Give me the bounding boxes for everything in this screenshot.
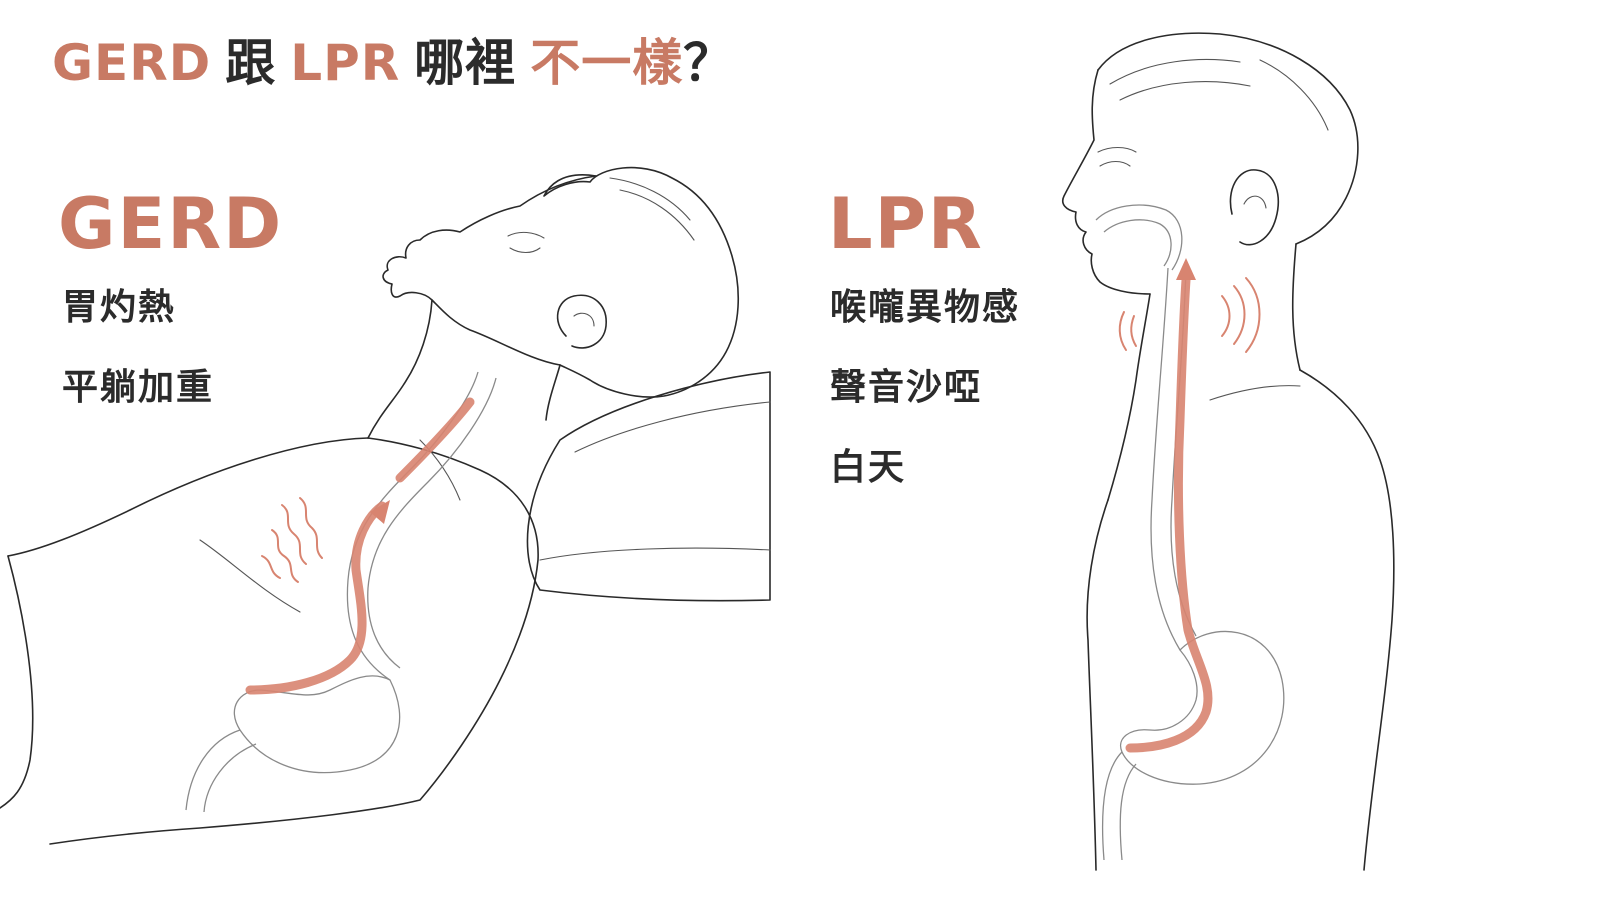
lpr-arrow-head — [1176, 258, 1196, 280]
lpr-symptom-throat-lump: 喉嚨異物感 — [830, 286, 1020, 330]
title-gerd: GERD — [52, 34, 211, 92]
gerd-closed-eye — [510, 248, 540, 253]
gerd-torso — [8, 438, 368, 556]
gerd-neck-front — [368, 300, 432, 438]
title-and: 跟 — [225, 34, 276, 92]
lpr-symptom-daytime: 白天 — [830, 446, 906, 490]
title-where: 哪裡 — [414, 34, 516, 92]
lpr-reflux-arrow — [1130, 280, 1208, 748]
gerd-hair — [544, 168, 738, 397]
gerd-neck-back — [546, 365, 560, 420]
gerd-face-profile — [383, 176, 596, 365]
title-different: 不一樣 — [530, 34, 683, 92]
lpr-label: LPR — [828, 184, 984, 264]
lpr-ear — [1230, 170, 1278, 245]
lpr-neck-back — [1293, 244, 1300, 370]
lpr-standing-figure — [1063, 33, 1394, 870]
title-lpr: LPR — [290, 34, 400, 92]
lpr-torso — [1087, 500, 1108, 870]
lpr-stomach — [1121, 631, 1284, 784]
gerd-heartburn-waves — [262, 498, 322, 582]
lpr-throat-airway — [1096, 205, 1182, 270]
lpr-symptom-hoarseness: 聲音沙啞 — [830, 366, 982, 410]
gerd-ear — [558, 295, 607, 348]
title-question-mark: ？ — [683, 34, 734, 92]
gerd-symptom-heartburn: 胃灼熱 — [62, 286, 176, 330]
gerd-label: GERD — [58, 184, 283, 264]
lpr-eye — [1100, 162, 1130, 167]
lpr-face-profile — [1063, 70, 1150, 294]
gerd-lying-figure — [0, 168, 770, 844]
lpr-hair — [1098, 33, 1358, 244]
gerd-symptom-worse-lying: 平躺加重 — [62, 366, 214, 410]
lpr-neck-front — [1108, 294, 1150, 500]
